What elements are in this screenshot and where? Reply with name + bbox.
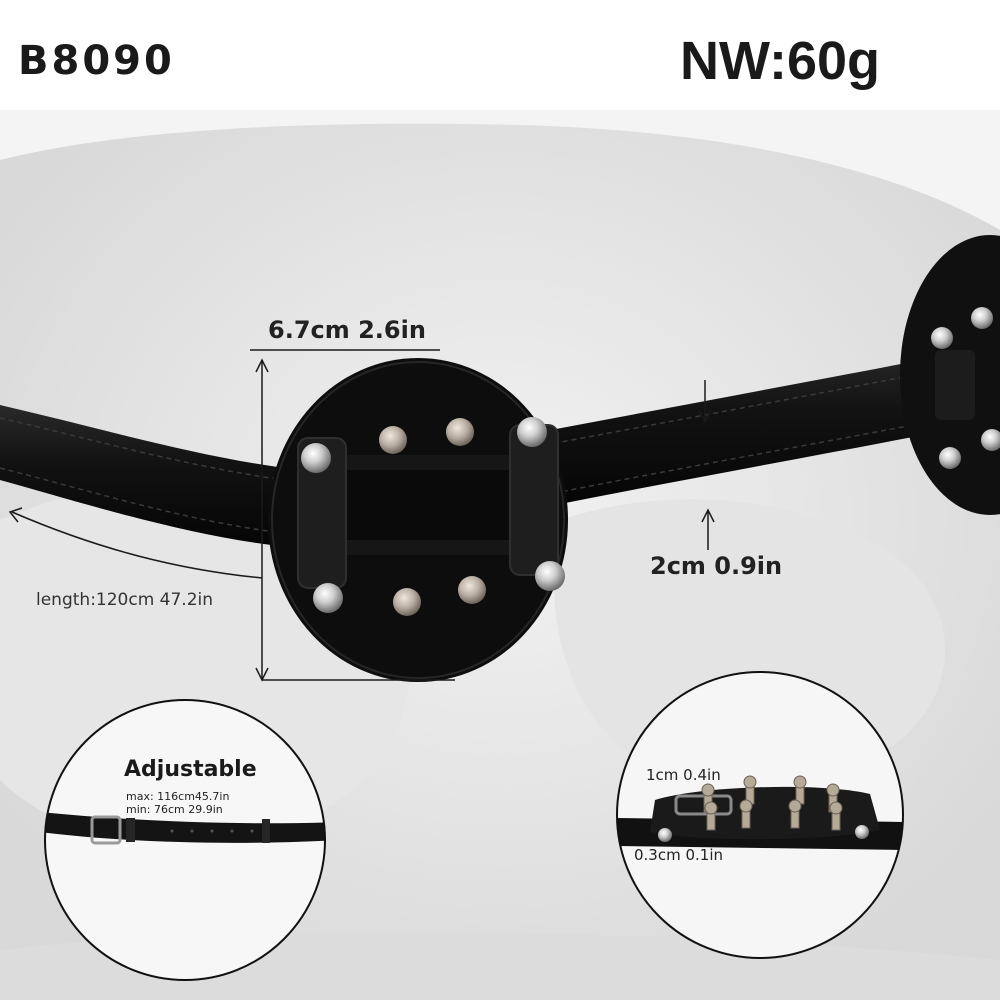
adjustable-max-label: max: 116cm45.7in: [126, 790, 230, 803]
adjustable-min-label: min: 76cm 29.9in: [126, 803, 223, 816]
main-disc: [268, 358, 568, 682]
dimension-lines: [8, 349, 715, 682]
strap-right: [540, 345, 1000, 508]
product-code: B8090: [18, 38, 175, 84]
disc-diameter-label: 6.7cm 2.6in: [268, 316, 426, 344]
strap-width-label: 2cm 0.9in: [650, 552, 783, 580]
pin-height-label: 1cm 0.4in: [646, 766, 721, 784]
inset-adjustable: [44, 699, 326, 981]
net-weight-label: NW:60g: [680, 31, 881, 91]
adjustable-title: Adjustable: [124, 757, 257, 782]
second-disc: [900, 235, 1000, 515]
strap-length-label: length:120cm 47.2in: [36, 590, 214, 610]
plate-thickness-label: 0.3cm 0.1in: [634, 846, 724, 864]
strap-left: [0, 405, 301, 548]
inset-pins: [616, 671, 904, 959]
